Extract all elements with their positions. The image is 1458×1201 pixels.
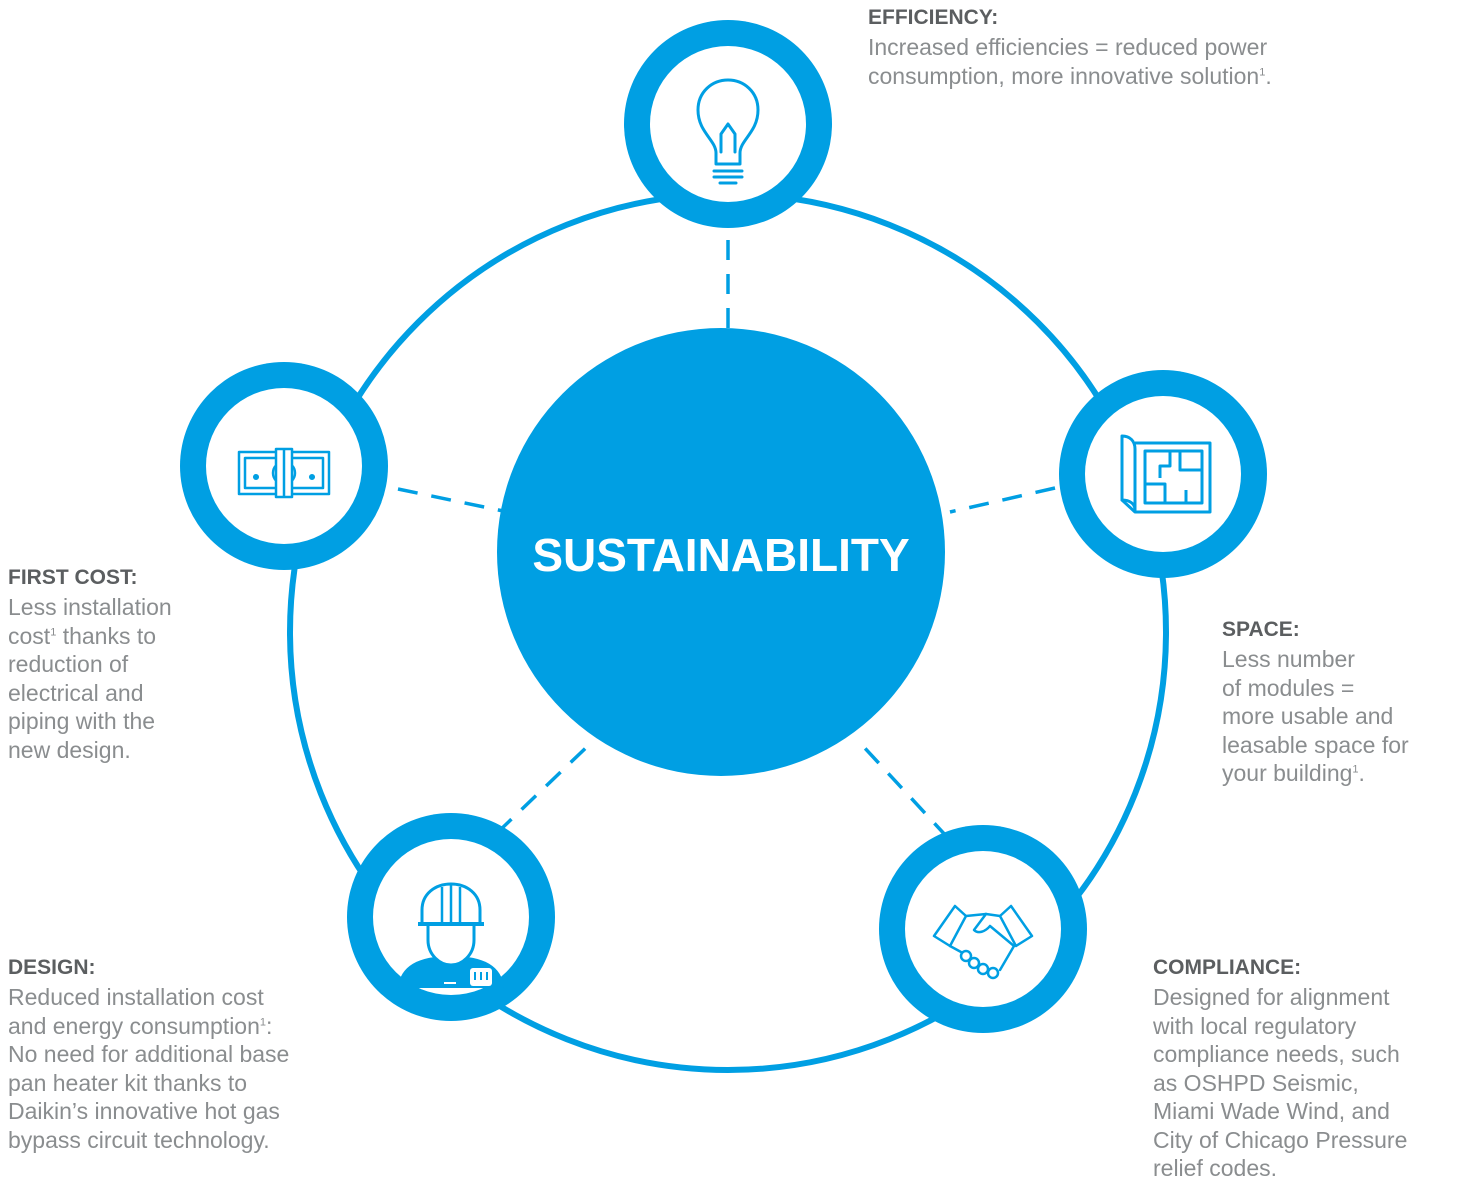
efficiency-title: EFFICIENCY: <box>868 6 999 29</box>
space-text-line-3: more usable and <box>1222 703 1394 729</box>
footnote-marker: 1 <box>50 625 57 638</box>
first-cost-text-line-3: reduction of <box>8 651 129 677</box>
compliance-text-line-5: Miami Wade Wind, and <box>1153 1098 1390 1124</box>
lightbulb-icon <box>696 78 760 185</box>
engineer-icon <box>398 882 504 988</box>
floorplan-icon <box>1120 434 1212 514</box>
design-text-part-2: : <box>266 1012 273 1039</box>
connector-compliance <box>860 743 950 840</box>
handshake-icon <box>932 904 1034 980</box>
node-space: SPACE <box>1059 370 1267 578</box>
design-text-line: Reduced installation cost <box>8 984 264 1010</box>
compliance-text-line-6: City of Chicago Pressure <box>1153 1126 1408 1153</box>
design-description: DESIGN: Reduced installation cost and en… <box>8 954 289 1154</box>
center-label: SUSTAINABILITY <box>532 529 909 581</box>
node-design: DESIGN <box>347 813 555 1021</box>
design-text-part: and energy consumption <box>8 1012 260 1039</box>
center-circle <box>497 328 945 776</box>
efficiency-description: EFFICIENCY: Increased efficiencies = red… <box>868 4 1272 90</box>
design-text-line-6: bypass circuit technology. <box>8 1126 270 1153</box>
space-text-line-5: your building1. <box>1222 759 1409 788</box>
efficiency-text-line-2: consumption, more innovative solution1. <box>868 62 1272 91</box>
space-text-end: . <box>1358 760 1365 786</box>
space-text-line-4: leasable space for <box>1222 731 1409 758</box>
first-cost-description: FIRST COST: Less installation cost1 than… <box>8 564 172 764</box>
first-cost-text-line-6: new design. <box>8 736 131 763</box>
first-cost-text-part: cost <box>8 622 51 649</box>
space-text-line: Less number <box>1222 646 1355 672</box>
node-efficiency: EFFICIENCY <box>624 20 832 228</box>
first-cost-text-line-2: cost1 thanks to <box>8 622 172 651</box>
connectors <box>397 240 1056 840</box>
design-title: DESIGN: <box>8 956 96 979</box>
first-cost-text-line-5: piping with the <box>8 708 156 734</box>
first-cost-text-line-4: electrical and <box>8 679 144 706</box>
efficiency-text-end: . <box>1265 62 1272 89</box>
first-cost-text-part-2: thanks to <box>62 622 157 649</box>
compliance-title: COMPLIANCE: <box>1153 956 1302 979</box>
space-text-part: your building <box>1222 760 1353 786</box>
connector-design <box>495 740 594 835</box>
compliance-text-line-7: relief codes. <box>1153 1155 1278 1181</box>
compliance-text-line-2: with local regulatory <box>1153 1012 1357 1039</box>
compliance-description: COMPLIANCE: Designed for alignment with … <box>1153 954 1407 1183</box>
connector-space <box>949 486 1056 514</box>
design-text-line-2: and energy consumption1: <box>8 1012 289 1041</box>
design-text-line-5: Daikin’s innovative hot gas <box>8 1098 280 1124</box>
footnote-marker: 1 <box>1259 65 1266 78</box>
node-compliance: COMPLIANCE <box>879 825 1087 1033</box>
compliance-text-line-3: compliance needs, such <box>1153 1041 1400 1067</box>
space-text-line-2: of modules = <box>1222 674 1355 701</box>
efficiency-text-part: consumption, more innovative solution <box>868 62 1260 89</box>
compliance-text-line: Designed for alignment <box>1153 984 1390 1010</box>
design-text-line-3: No need for additional base <box>8 1041 290 1067</box>
footnote-marker: 1 <box>259 1015 267 1028</box>
banknote-icon <box>237 447 331 499</box>
first-cost-title: FIRST COST: <box>8 566 138 589</box>
node-first-cost: FIRST COST <box>180 362 388 570</box>
connector-first-cost <box>397 487 509 514</box>
space-title: SPACE: <box>1222 618 1300 641</box>
first-cost-text-line: Less installation <box>8 594 172 620</box>
space-description: SPACE: Less number of modules = more usa… <box>1222 616 1409 788</box>
compliance-text-line-4: as OSHPD Seismic, <box>1153 1069 1359 1096</box>
footnote-marker: 1 <box>1352 763 1359 776</box>
efficiency-text-line: Increased efficiencies = reduced power <box>868 34 1268 60</box>
design-text-line-4: pan heater kit thanks to <box>8 1069 248 1096</box>
